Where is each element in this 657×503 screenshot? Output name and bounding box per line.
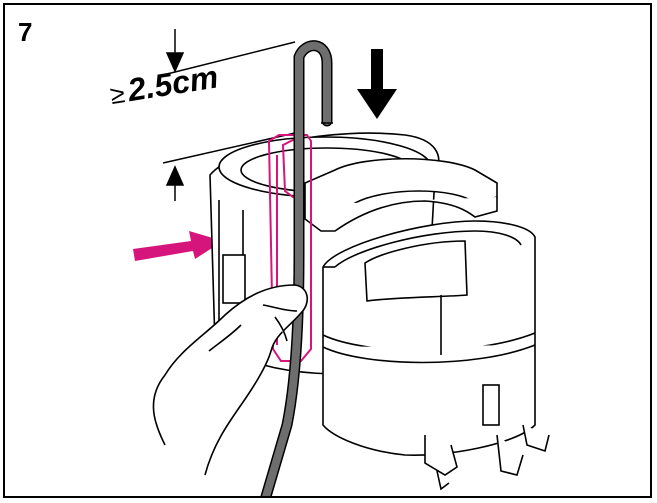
step-number: 7 <box>18 17 33 47</box>
mounting-plate <box>304 158 498 232</box>
assembly-illustration <box>133 29 550 496</box>
front-housing <box>322 220 550 491</box>
instruction-panel: 7 ≥2.5cm <box>3 3 652 498</box>
down-arrow-icon <box>357 49 397 119</box>
dimension-arrow-icon <box>165 29 185 201</box>
right-arrow-icon <box>133 231 223 261</box>
hand <box>152 284 308 476</box>
cable <box>260 40 333 496</box>
